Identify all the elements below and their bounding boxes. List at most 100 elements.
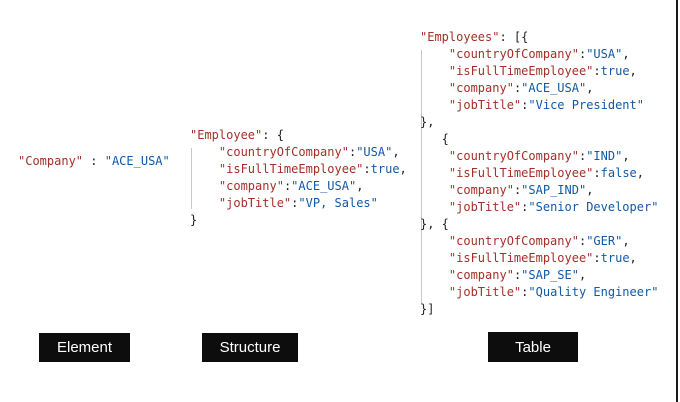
- token-punct: [420, 64, 449, 78]
- token-str: "ACE_USA": [291, 179, 357, 193]
- token-punct: [190, 162, 219, 176]
- token-punct: }]: [420, 302, 435, 316]
- token-punct: ,: [622, 47, 630, 61]
- token-punct: ,: [622, 149, 630, 163]
- code-snippet-element: "Company" : "ACE_USA": [18, 153, 170, 170]
- token-key: "countryOfCompany": [218, 145, 349, 159]
- token-punct: :: [593, 251, 601, 265]
- token-punct: [420, 166, 449, 180]
- code-line: "company":"ACE_USA",: [190, 178, 407, 195]
- token-key: "countryOfCompany": [448, 234, 579, 248]
- indent-guide: [191, 148, 192, 209]
- code-line: "Employees": [{: [420, 29, 658, 46]
- token-bool: true: [600, 251, 630, 265]
- token-punct: [420, 285, 449, 299]
- token-punct: :: [513, 81, 522, 95]
- token-punct: :: [521, 98, 529, 112]
- label-element: Element: [39, 333, 130, 362]
- token-punct: [420, 234, 449, 248]
- code-line: "countryOfCompany":"USA",: [190, 144, 407, 161]
- token-punct: [190, 196, 219, 210]
- token-punct: :: [578, 47, 587, 61]
- token-punct: {: [420, 132, 449, 146]
- token-punct: :: [291, 196, 299, 210]
- token-punct: :: [513, 183, 522, 197]
- code-line: },: [420, 114, 658, 131]
- token-punct: ,: [586, 81, 594, 95]
- token-punct: ,: [622, 234, 630, 248]
- token-punct: ,: [392, 145, 400, 159]
- code-line: "jobTitle":"Quality Engineer": [420, 284, 659, 301]
- token-punct: [420, 98, 449, 112]
- token-key: "isFullTimeEmployee": [448, 251, 594, 265]
- token-punct: :: [578, 149, 587, 163]
- label-structure-text: Structure: [219, 339, 281, 356]
- token-key: "Company": [18, 154, 84, 168]
- token-punct: :: [513, 268, 522, 282]
- token-key: "countryOfCompany": [448, 47, 579, 61]
- token-punct: ,: [636, 166, 644, 180]
- token-key: "isFullTimeEmployee": [448, 64, 594, 78]
- code-snippet-structure: "Employee": { "countryOfCompany":"USA", …: [190, 127, 407, 229]
- token-punct: [420, 149, 449, 163]
- token-key: "Employee": [190, 128, 263, 142]
- code-line: "countryOfCompany":"IND",: [420, 148, 658, 165]
- code-line: "Company" : "ACE_USA": [18, 153, 170, 170]
- token-punct: :: [83, 154, 105, 168]
- token-punct: ,: [578, 268, 587, 282]
- token-key: "company": [218, 179, 284, 193]
- token-punct: : {: [262, 128, 284, 142]
- token-key: "jobTitle": [218, 196, 292, 210]
- token-key: "isFullTimeEmployee": [448, 166, 594, 180]
- right-border-line: [676, 0, 678, 402]
- token-punct: ,: [356, 179, 364, 193]
- code-line: "isFullTimeEmployee":true,: [190, 161, 407, 178]
- token-punct: }: [190, 213, 198, 227]
- code-line: "isFullTimeEmployee":true,: [420, 250, 658, 267]
- token-str: "VP, Sales": [298, 196, 378, 210]
- label-table: Table: [488, 332, 578, 362]
- token-key: "jobTitle": [448, 98, 522, 112]
- token-punct: [420, 268, 449, 282]
- token-punct: [420, 81, 449, 95]
- token-key: "isFullTimeEmployee": [218, 162, 364, 176]
- code-line: "isFullTimeEmployee":true,: [420, 63, 658, 80]
- token-str: "IND": [586, 149, 623, 163]
- token-punct: :: [593, 166, 601, 180]
- code-line: {: [420, 131, 658, 148]
- token-punct: ,: [629, 251, 637, 265]
- token-punct: :: [578, 234, 587, 248]
- token-punct: [420, 183, 449, 197]
- label-structure: Structure: [202, 333, 298, 362]
- token-punct: :: [593, 64, 601, 78]
- code-line: }]: [420, 301, 658, 318]
- token-punct: [420, 47, 449, 61]
- token-punct: ,: [586, 183, 594, 197]
- indent-guide: [421, 50, 422, 304]
- label-table-text: Table: [515, 338, 551, 356]
- token-punct: ,: [629, 64, 637, 78]
- token-str: "SAP_SE": [521, 268, 579, 282]
- code-line: "Employee": {: [190, 127, 407, 144]
- code-snippet-table: "Employees": [{ "countryOfCompany":"USA"…: [420, 29, 658, 318]
- token-punct: [190, 179, 219, 193]
- token-key: "countryOfCompany": [448, 149, 579, 163]
- token-punct: :: [283, 179, 292, 193]
- token-punct: :: [521, 200, 529, 214]
- token-punct: },: [420, 115, 435, 129]
- token-key: "Employees": [420, 30, 500, 44]
- token-punct: :: [348, 145, 357, 159]
- code-line: }, {: [420, 216, 658, 233]
- token-key: "company": [448, 81, 514, 95]
- code-line: "jobTitle":"Senior Developer": [420, 199, 659, 216]
- token-str: "ACE_USA": [104, 154, 170, 168]
- token-bool: true: [370, 162, 400, 176]
- token-punct: [190, 145, 219, 159]
- code-line: "jobTitle":"Vice President": [420, 97, 658, 114]
- code-line: "isFullTimeEmployee":false,: [420, 165, 658, 182]
- token-str: "GER": [586, 234, 623, 248]
- token-punct: ,: [399, 162, 407, 176]
- code-line: "company":"ACE_USA",: [420, 80, 658, 97]
- code-line: "company":"SAP_SE",: [420, 267, 658, 284]
